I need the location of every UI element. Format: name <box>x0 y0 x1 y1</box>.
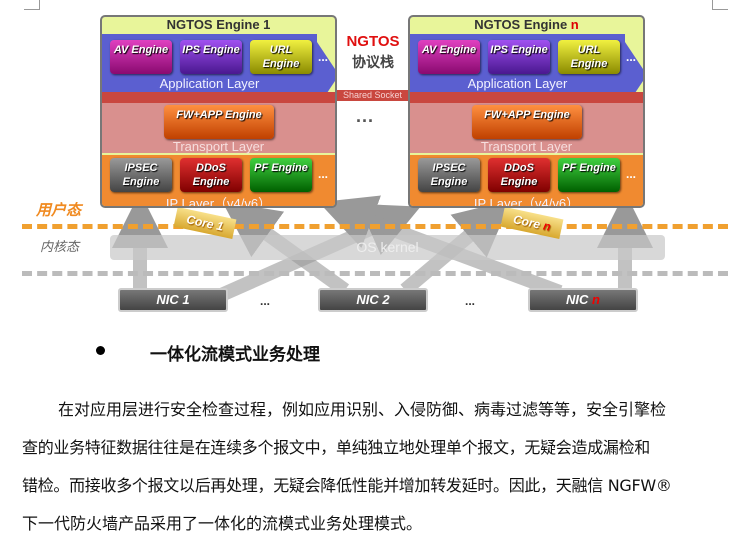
user-mode-label: 用户态 <box>36 201 82 219</box>
margin-mark <box>24 0 40 10</box>
ddos-engine: DDoS Engine <box>488 158 550 192</box>
engine-n: NGTOS Engine n AV Engine IPS Engine URL … <box>408 15 645 208</box>
nic-n-index: n <box>592 292 600 307</box>
os-kernel-bar: OS kernel <box>110 235 665 260</box>
ip-layer: IPSEC Engine DDoS Engine PF Engine ... I… <box>102 155 335 208</box>
fw-app-engine: FW+APP Engine <box>472 105 582 139</box>
ip-layer-label: IP Layer（v4/v6） <box>165 196 272 208</box>
kernel-mode-label: 内核态 <box>40 240 80 255</box>
ip-layer-label: IP Layer（v4/v6） <box>473 196 580 208</box>
ellipsis: ... <box>626 50 637 64</box>
pf-engine: PF Engine <box>250 158 312 192</box>
pf-engine: PF Engine <box>558 158 620 192</box>
shared-socket-bar <box>410 92 643 103</box>
ellipsis: ... <box>465 294 476 308</box>
engine-1: NGTOS Engine 1 AV Engine IPS Engine URL … <box>100 15 337 208</box>
ngtos-label: NGTOS <box>346 33 400 50</box>
application-layer-label: Application Layer <box>159 76 260 91</box>
ipsec-engine: IPSEC Engine <box>418 158 480 192</box>
os-kernel-label: OS kernel <box>356 239 419 255</box>
protocol-stack-label: 协议栈 <box>352 55 394 71</box>
nic-n-label: NIC <box>566 292 593 307</box>
engine-index: n <box>570 17 579 32</box>
engine-title-text: NGTOS Engine <box>474 17 571 32</box>
core-n-label: Core <box>511 212 545 233</box>
paragraph-line: 查的业务特征数据往往是在连续多个报文中，单纯独立地处理单个报文，无疑会造成漏检和 <box>22 438 651 457</box>
user-mode-line <box>22 224 728 229</box>
ipsec-engine: IPSEC Engine <box>110 158 172 192</box>
engine-title: NGTOS Engine 1 <box>166 17 271 32</box>
ip-layer: IPSEC Engine DDoS Engine PF Engine ... I… <box>410 155 643 208</box>
nic-2: NIC 2 <box>318 288 428 312</box>
url-engine: URL Engine <box>250 40 312 74</box>
transport-layer-label: Transport Layer <box>480 139 573 154</box>
application-layer-label: Application Layer <box>467 76 568 91</box>
kernel-mode-line <box>22 271 728 276</box>
av-engine: AV Engine <box>110 40 172 74</box>
application-layer: AV Engine IPS Engine URL Engine ... Appl… <box>410 34 643 111</box>
ddos-engine: DDoS Engine <box>180 158 242 192</box>
shared-socket-label: Shared Socket <box>337 90 408 101</box>
url-engine: URL Engine <box>558 40 620 74</box>
core-n-index: n <box>541 218 553 234</box>
paragraph-line: 下一代防火墙产品采用了一体化的流模式业务处理模式。 <box>22 514 423 533</box>
ellipsis: ... <box>626 167 637 181</box>
ips-engine: IPS Engine <box>488 40 550 74</box>
av-engine: AV Engine <box>418 40 480 74</box>
paragraph-line: 在对应用层进行安全检查过程，例如应用识别、入侵防御、病毒过滤等等，安全引擎检 <box>58 400 667 419</box>
nic-1: NIC 1 <box>118 288 228 312</box>
transport-layer: FW+APP Engine Transport Layer <box>410 103 643 154</box>
bullet-icon <box>96 346 105 355</box>
section-heading: 一体化流模式业务处理 <box>150 345 320 365</box>
ellipsis: ... <box>318 167 329 181</box>
transport-layer: FW+APP Engine Transport Layer <box>102 103 335 154</box>
transport-layer-label: Transport Layer <box>172 139 265 154</box>
application-layer: AV Engine IPS Engine URL Engine ... Appl… <box>102 34 335 111</box>
ellipsis: ... <box>356 106 375 126</box>
paragraph-line: 错检。而接收多个报文以后再处理，无疑会降低性能并增加转发延时。因此，天融信 NG… <box>22 476 672 495</box>
margin-mark <box>712 0 728 10</box>
nic-n: NIC n <box>528 288 638 312</box>
ips-engine: IPS Engine <box>180 40 242 74</box>
ellipsis: ... <box>260 294 271 308</box>
shared-socket-bar <box>102 92 335 103</box>
engine-title: NGTOS Engine n <box>410 17 643 33</box>
fw-app-engine: FW+APP Engine <box>164 105 274 139</box>
ellipsis: ... <box>318 50 329 64</box>
